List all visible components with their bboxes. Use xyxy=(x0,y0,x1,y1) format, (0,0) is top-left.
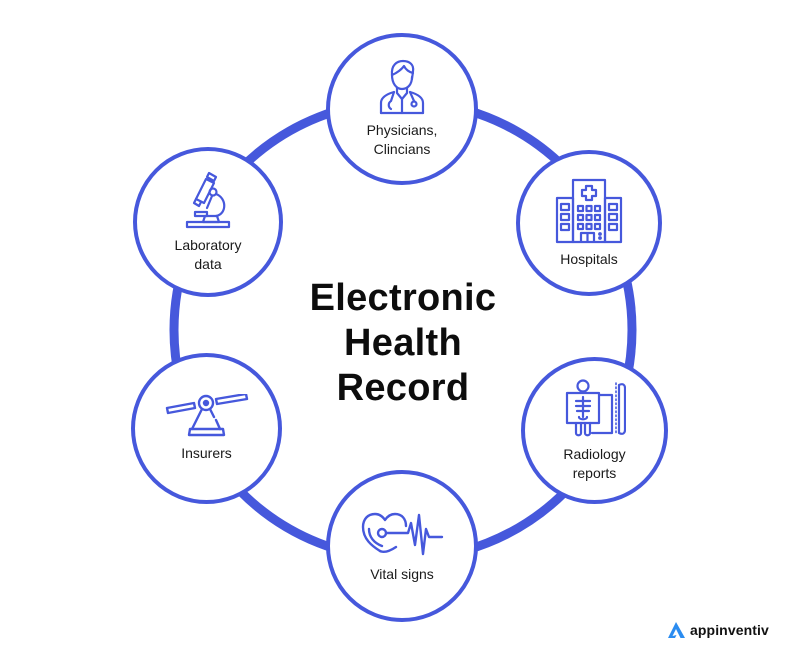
node-hospitals: Hospitals xyxy=(516,150,662,296)
hospital-building-icon xyxy=(555,178,623,243)
title-line: Health xyxy=(344,322,462,364)
node-label: Radiology reports xyxy=(563,445,626,481)
diagram-title: Electronic Health Record xyxy=(253,276,553,411)
node-laboratory: Laboratory data xyxy=(133,147,283,297)
title-line: Electronic xyxy=(309,277,497,319)
brand-logo: appinventiv xyxy=(667,621,769,639)
node-physicians: Physicians, Clincians xyxy=(326,33,478,185)
heart-pulse-icon xyxy=(361,512,444,555)
node-label: Insurers xyxy=(181,445,232,461)
node-insurers: Insurers xyxy=(131,353,282,504)
node-vital-signs: Vital signs xyxy=(326,470,478,622)
microscope-icon xyxy=(185,171,231,229)
node-label: Hospitals xyxy=(560,250,618,267)
appinventiv-logo-icon xyxy=(668,622,685,638)
brand-name: appinventiv xyxy=(690,622,769,638)
title-line: Record xyxy=(336,367,470,409)
seesaw-balance-icon xyxy=(165,394,248,437)
node-radiology: Radiology reports xyxy=(521,357,668,504)
doctor-icon xyxy=(379,59,425,115)
x-ray-icon xyxy=(565,378,626,436)
node-label: Physicians, Clincians xyxy=(366,122,438,157)
node-label: Vital signs xyxy=(370,565,434,582)
node-label: Laboratory data xyxy=(174,237,242,272)
